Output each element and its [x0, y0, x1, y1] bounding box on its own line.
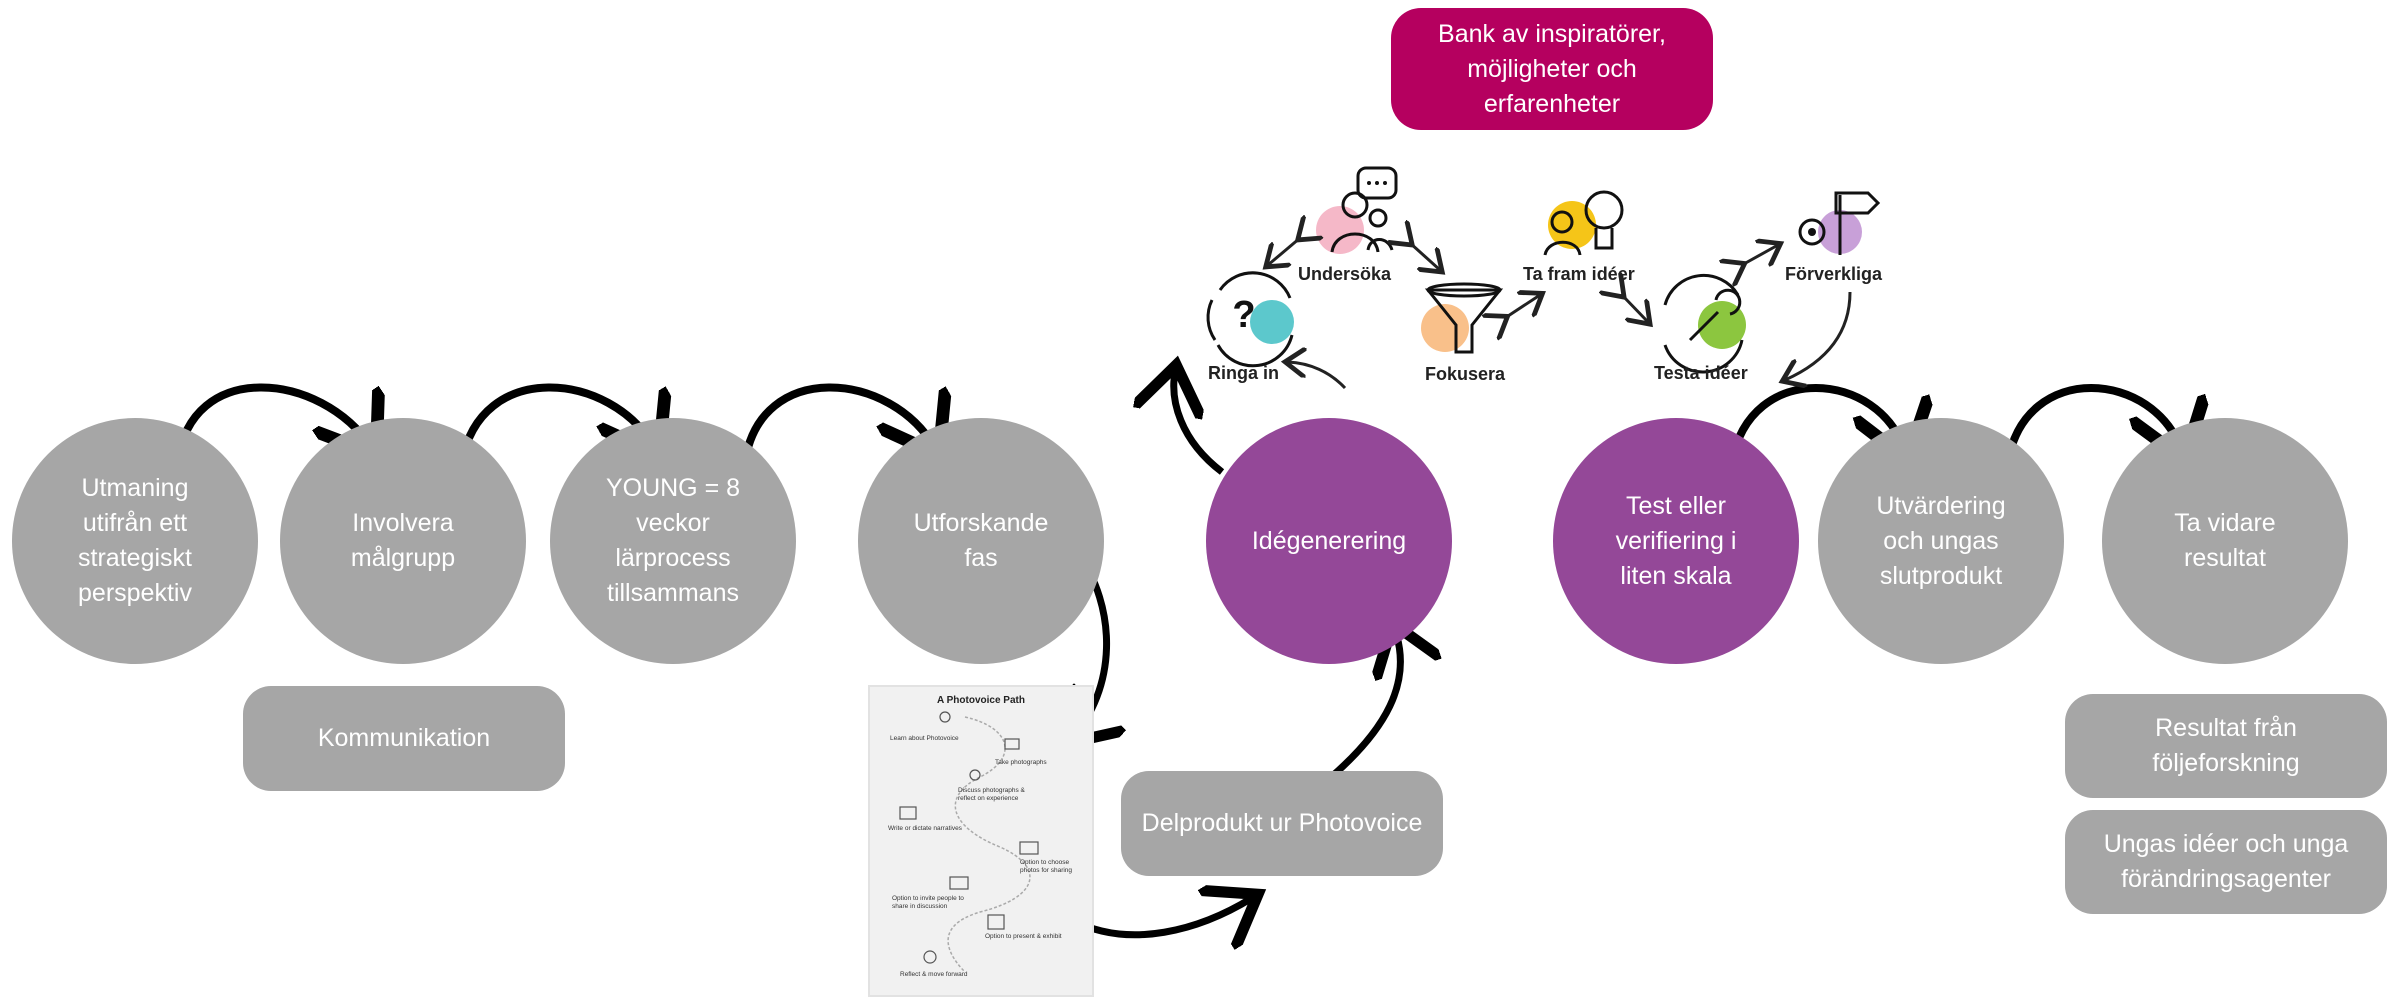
arrow-test-utvardering: [1728, 384, 1905, 462]
node-utvardering: Utvärdering och ungas slutprodukt: [1818, 418, 2064, 664]
photovoice-step: Write or dictate narratives: [888, 825, 962, 832]
photovoice-step lbl: Discuss photographs & reflect on experie…: [958, 787, 1025, 802]
photovoice-step: Option to present & exhibit: [985, 933, 1062, 940]
node-utforskande: Utforskande fas: [858, 418, 1104, 664]
photovoice-step: Option to choose photos for sharing: [1020, 859, 1073, 874]
box-ungas-ideer: Ungas idéer och unga förändringsagenter: [2065, 810, 2387, 914]
arrow-utvardering-tavidare: [2004, 384, 2182, 462]
node-idegenerering: Idégenerering: [1206, 418, 1452, 664]
arrow-utmaning-involvera: [174, 383, 372, 462]
photovoice-card: A Photovoice Path Learn about Photovoice…: [868, 685, 1094, 997]
label-ringa-in: Ringa in: [1208, 363, 1279, 383]
arrow-idegenerering-ringa: [1174, 372, 1225, 475]
arrow-young-utforskande: [741, 383, 935, 462]
label-undersoka: Undersöka: [1298, 264, 1392, 284]
box-delprodukt: Delprodukt ur Photovoice: [1121, 771, 1443, 876]
arrow-involvera-young: [458, 383, 655, 462]
photovoice-title: A Photovoice Path: [937, 695, 1025, 706]
node-ta-vidare: Ta vidare resultat: [2102, 418, 2348, 664]
label-forverkliga: Förverkliga: [1785, 264, 1883, 284]
label-ta-fram-ideer: Ta fram idéer: [1523, 264, 1635, 284]
photovoice-step: Option to invite people to share in disc…: [892, 895, 964, 910]
photovoice-step: Reflect & move forward: [900, 971, 968, 978]
photovoice-path-icon: [899, 711, 1039, 973]
photovoice-step: Learn about Photovoice: [890, 735, 959, 742]
node-utmaning: Utmaning utifrån ett strategiskt perspek…: [12, 418, 258, 664]
arrow-delprodukt-idegenerering: [1315, 630, 1400, 791]
box-resultat: Resultat från följeforskning: [2065, 694, 2387, 798]
node-involvera: Involvera målgrupp: [280, 418, 526, 664]
node-test: Test eller verifiering i liten skala: [1553, 418, 1799, 664]
photovoice-step: Take photographs: [995, 759, 1047, 766]
box-kommunikation: Kommunikation: [243, 686, 565, 791]
arrow-photovoice-delprodukt: [1070, 898, 1252, 935]
box-bank: Bank av inspiratörer, möjligheter och er…: [1391, 8, 1713, 130]
node-young: YOUNG = 8 veckor lärprocess tillsammans: [550, 418, 796, 664]
label-testa-ideer: Testa idéer: [1654, 363, 1748, 383]
label-fokusera: Fokusera: [1425, 364, 1506, 384]
